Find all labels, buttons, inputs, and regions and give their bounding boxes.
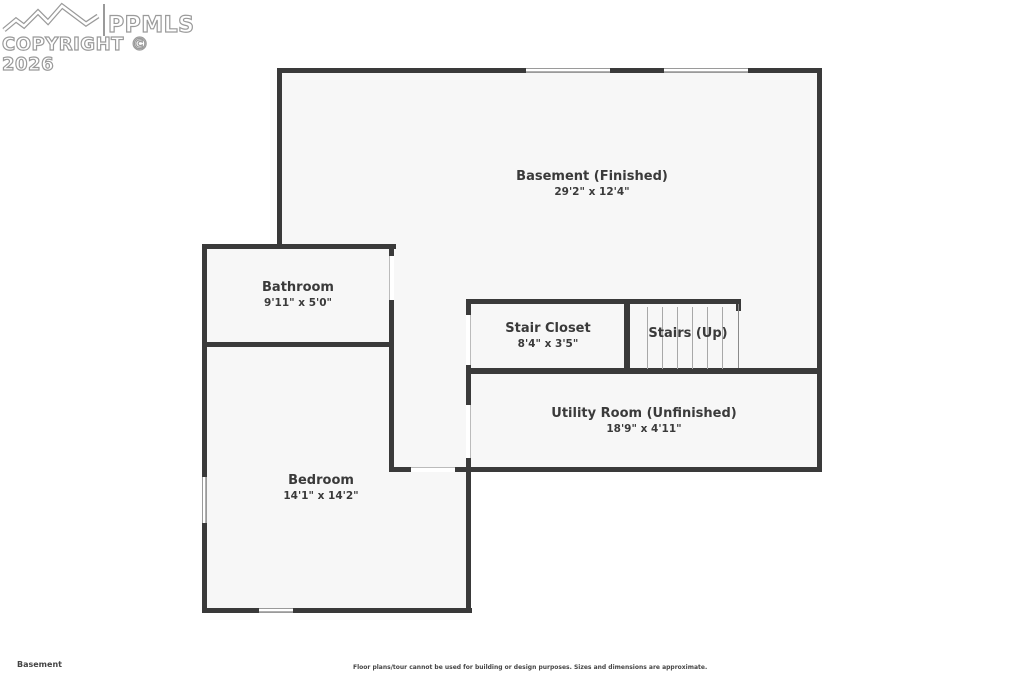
wall-bedroom-right — [466, 467, 471, 613]
window-top-2 — [664, 68, 748, 73]
bedroom-door[interactable] — [411, 467, 455, 472]
window-bedroom-west — [202, 477, 207, 523]
bedroom-floor — [204, 344, 470, 611]
wall-basement-left — [277, 68, 282, 248]
room-dimensions: 9'11" x 5'0" — [264, 297, 332, 309]
room-label-bathroom[interactable]: Bathroom 9'11" x 5'0" — [262, 280, 334, 310]
stair-tread — [707, 307, 708, 369]
stair-tread — [722, 307, 723, 369]
logo-divider — [103, 4, 105, 36]
room-dimensions: 8'4" x 3'5" — [517, 338, 579, 350]
wall-bedroom-bottom — [202, 608, 472, 613]
room-dimensions: 14'1" x 14'2" — [283, 490, 359, 502]
room-name: Bedroom — [288, 473, 354, 488]
room-label-utility[interactable]: Utility Room (Unfinished) 18'9" x 4'11" — [551, 406, 736, 436]
bathroom-floor — [204, 247, 392, 344]
wall-utility-top — [466, 368, 822, 374]
room-label-stair-closet[interactable]: Stair Closet 8'4" x 3'5" — [505, 321, 590, 351]
wall-closet-top — [466, 299, 741, 304]
stair-tread — [677, 307, 678, 369]
wall-west — [202, 244, 207, 613]
room-label-stairs[interactable]: Stairs (Up) — [648, 326, 727, 342]
wall-closet-left — [466, 299, 471, 472]
wall-bathroom-top — [202, 244, 396, 249]
floor-level-label: Basement — [17, 660, 62, 669]
stair-tread — [662, 307, 663, 369]
room-name: Basement (Finished) — [516, 169, 668, 184]
room-name: Stairs (Up) — [648, 326, 728, 341]
room-dimensions: 29'2" x 12'4" — [554, 186, 630, 198]
room-name: Stair Closet — [505, 321, 591, 336]
stairs-right-edge — [738, 304, 739, 370]
room-label-basement[interactable]: Basement (Finished) 29'2" x 12'4" — [516, 169, 668, 199]
disclaimer-text: Floor plans/tour cannot be used for buil… — [353, 664, 708, 671]
room-dimensions: 18'9" x 4'11" — [606, 423, 682, 435]
room-name: Bathroom — [262, 280, 334, 295]
room-name: Utility Room (Unfinished) — [551, 406, 737, 421]
ppmls-watermark: PPMLS COPYRIGHT © 2026 — [1, 2, 202, 75]
wall-closet-stairs-divider — [624, 299, 630, 372]
copyright-text: COPYRIGHT © 2026 — [1, 34, 150, 75]
wall-bathroom-right — [389, 244, 394, 472]
mountains-icon — [2, 2, 100, 32]
stair-closet-door[interactable] — [466, 315, 471, 365]
wall-utility-bottom — [466, 467, 822, 472]
stair-tread — [692, 307, 693, 369]
wall-bathroom-bottom — [202, 342, 394, 347]
brand-name: PPMLS — [107, 13, 195, 38]
window-bedroom-south — [259, 608, 293, 613]
window-top-1 — [526, 68, 610, 73]
room-label-bedroom[interactable]: Bedroom 14'1" x 14'2" — [283, 473, 358, 503]
bathroom-door[interactable] — [389, 256, 394, 300]
stair-tread — [647, 307, 648, 369]
wall-basement-right — [817, 68, 822, 472]
utility-door[interactable] — [466, 405, 471, 458]
